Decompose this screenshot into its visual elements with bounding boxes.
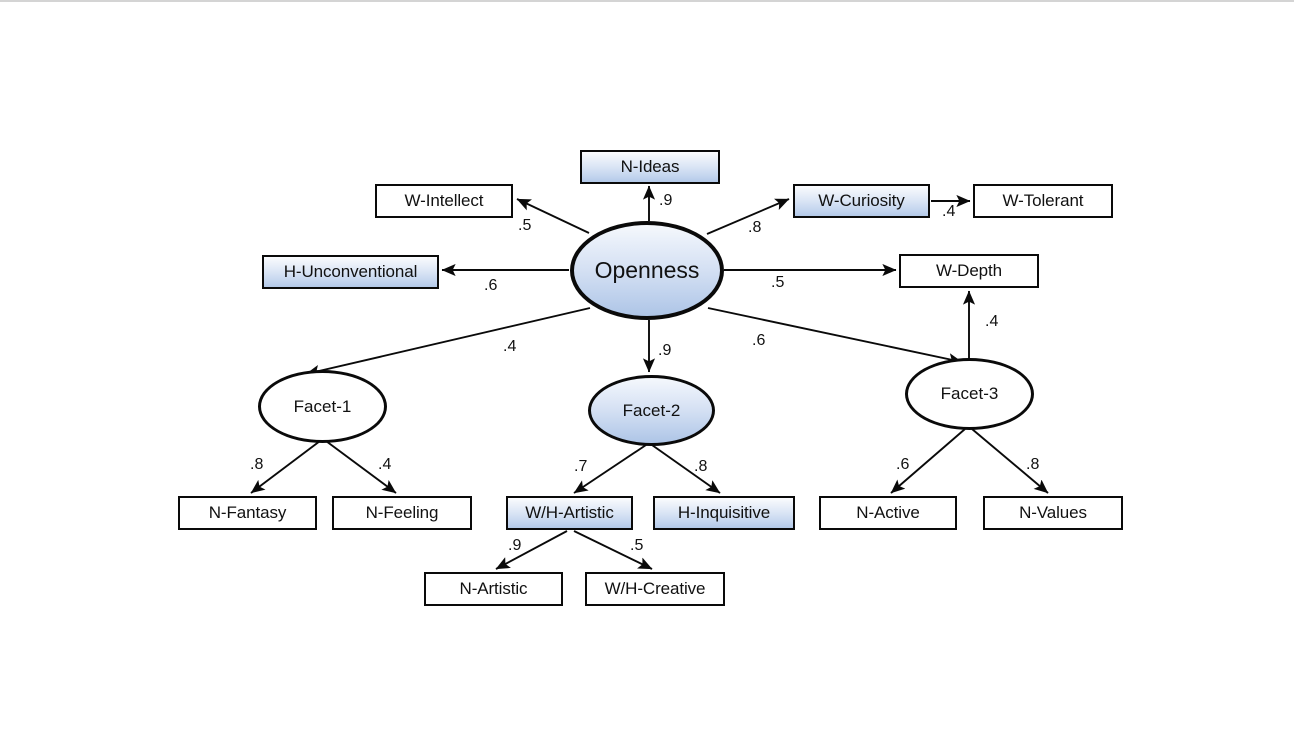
node-facet-3[interactable]: Facet-3 <box>905 358 1034 430</box>
node-label: Openness <box>594 257 700 283</box>
edge-openness-to-facet-1 <box>305 307 591 377</box>
node-label: N-Active <box>856 503 920 523</box>
node-w-depth[interactable]: W-Depth <box>899 254 1039 288</box>
top-border-rule <box>0 0 1294 2</box>
edge-weight-facet-3-to-w-depth: .4 <box>985 313 999 330</box>
node-facet-2[interactable]: Facet-2 <box>588 375 715 446</box>
node-label: W-Tolerant <box>1002 191 1084 211</box>
edge-openness-to-w-curiosity <box>706 198 790 235</box>
edge-facet-1-to-n-feeling <box>325 440 397 494</box>
node-n-values[interactable]: N-Values <box>983 496 1123 530</box>
edge-weight-facet-1-to-n-fantasy: .8 <box>250 456 264 473</box>
edge-weight-w-curiosity-to-w-tolerant: .4 <box>942 203 956 220</box>
edge-weight-facet-1-to-n-feeling: .4 <box>378 456 392 473</box>
edge-weight-facet-2-to-wh-artistic: .7 <box>574 458 588 475</box>
node-label: N-Values <box>1019 503 1087 523</box>
node-label: W/H-Creative <box>604 579 706 599</box>
edge-facet-3-to-n-active <box>890 428 966 494</box>
node-label: W-Depth <box>935 261 1003 281</box>
edge-facet-2-to-h-inquisitive <box>651 444 721 494</box>
edge-weight-openness-to-facet-3: .6 <box>752 332 766 349</box>
node-wh-creative[interactable]: W/H-Creative <box>585 572 725 606</box>
edge-facet-1-to-n-fantasy <box>250 440 321 494</box>
node-label: Facet-2 <box>622 400 681 420</box>
edge-facet-2-to-wh-artistic <box>573 444 647 494</box>
node-w-intellect[interactable]: W-Intellect <box>375 184 513 218</box>
node-n-fantasy[interactable]: N-Fantasy <box>178 496 317 530</box>
node-n-active[interactable]: N-Active <box>819 496 957 530</box>
edge-weight-openness-to-w-curiosity: .8 <box>748 219 762 236</box>
node-h-inquisitive[interactable]: H-Inquisitive <box>653 496 795 530</box>
edge-weight-openness-to-facet-2: .9 <box>658 342 672 359</box>
edge-weight-openness-to-h-unconventional: .6 <box>484 277 498 294</box>
edge-weight-wh-artistic-to-n-artistic: .9 <box>508 537 522 554</box>
edge-weight-wh-artistic-to-wh-creative: .5 <box>630 537 644 554</box>
node-n-feeling[interactable]: N-Feeling <box>332 496 472 530</box>
node-label: H-Inquisitive <box>677 503 771 523</box>
node-label: W-Intellect <box>404 191 484 211</box>
node-label: N-Feeling <box>365 503 439 523</box>
edge-weight-facet-3-to-n-active: .6 <box>896 456 910 473</box>
edge-weight-openness-to-n-ideas: .9 <box>659 192 673 209</box>
edge-weight-openness-to-w-intellect: .5 <box>518 217 532 234</box>
edge-line-group <box>250 185 1049 570</box>
node-label: H-Unconventional <box>283 262 418 282</box>
node-label: Facet-3 <box>940 384 999 403</box>
edge-weight-facet-2-to-h-inquisitive: .8 <box>694 458 708 475</box>
node-w-curiosity[interactable]: W-Curiosity <box>793 184 930 218</box>
edge-openness-to-w-intellect <box>516 198 590 234</box>
node-openness[interactable]: Openness <box>570 221 724 320</box>
node-w-tolerant[interactable]: W-Tolerant <box>973 184 1113 218</box>
edge-weight-openness-to-w-depth: .5 <box>771 274 785 291</box>
node-label: N-Artistic <box>459 579 528 599</box>
edge-openness-to-facet-3 <box>707 307 963 366</box>
node-label: N-Ideas <box>620 157 680 177</box>
node-wh-artistic[interactable]: W/H-Artistic <box>506 496 633 530</box>
node-label: N-Fantasy <box>208 503 287 523</box>
edge-wh-artistic-to-n-artistic <box>495 530 568 570</box>
node-label: W/H-Artistic <box>525 503 614 523</box>
node-n-artistic[interactable]: N-Artistic <box>424 572 563 606</box>
node-n-ideas[interactable]: N-Ideas <box>580 150 720 184</box>
edge-weight-openness-to-facet-1: .4 <box>503 338 517 355</box>
node-label: Facet-1 <box>293 396 352 416</box>
node-h-unconventional[interactable]: H-Unconventional <box>262 255 439 289</box>
node-facet-1[interactable]: Facet-1 <box>258 370 387 443</box>
edge-wh-artistic-to-wh-creative <box>573 530 653 570</box>
node-label: W-Curiosity <box>818 191 905 211</box>
edge-weight-facet-3-to-n-values: .8 <box>1026 456 1040 473</box>
edge-facet-3-to-n-values <box>971 428 1049 494</box>
